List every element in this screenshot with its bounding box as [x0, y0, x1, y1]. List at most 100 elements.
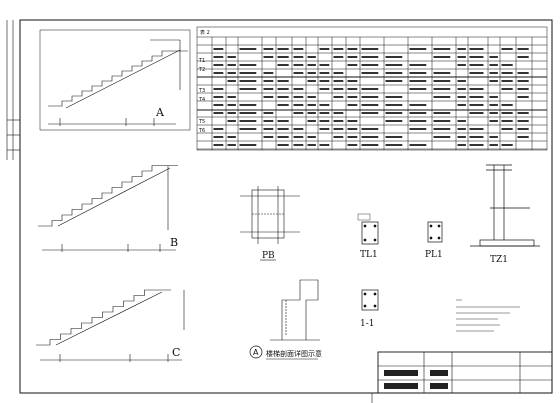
table-cell-mark: [319, 88, 330, 90]
table-cell-mark: [293, 56, 304, 58]
title-block-fills: [384, 370, 448, 389]
table-cell-mark: [319, 104, 330, 106]
table-cell-mark: [361, 112, 379, 114]
table-cell-mark: [433, 72, 451, 74]
section-1-1-label: 1-1: [360, 319, 375, 329]
table-cell-mark: [293, 72, 304, 74]
table-cell-mark: [517, 96, 529, 98]
table-cell-mark: [319, 144, 330, 146]
table-cell-mark: [227, 112, 236, 114]
table-cell-mark: [457, 48, 466, 50]
table-cell-mark: [517, 72, 529, 74]
table-cell-mark: [385, 56, 403, 58]
table-cell-mark: [213, 144, 224, 146]
table-cell-mark: [457, 80, 466, 82]
table-cell-mark: [361, 88, 379, 90]
table-cell-mark: [385, 104, 403, 106]
table-cell-mark: [517, 48, 529, 50]
table-cell-mark: [333, 120, 344, 122]
tl1-section: [357, 213, 379, 245]
table-cell-mark: [227, 96, 236, 98]
table-cell-mark: [333, 56, 344, 58]
table-cell-mark: [489, 64, 498, 66]
table-cell-mark: [307, 112, 316, 114]
table-cell-mark: [227, 64, 236, 66]
table-cell-mark: [213, 104, 224, 106]
table-cell-mark: [469, 96, 484, 98]
table-cell-mark: [307, 136, 316, 138]
table-cell-mark: [501, 72, 513, 74]
table-row-lines: [197, 60, 547, 150]
note-marker-letter: A: [253, 348, 259, 357]
table-cell-mark: [469, 72, 484, 74]
table-cell-mark: [361, 136, 379, 138]
table-cell-mark: [227, 144, 236, 146]
table-cell-mark: [347, 144, 358, 146]
table-cell-mark: [361, 48, 379, 50]
table-cell-mark: [385, 144, 403, 146]
table-cell-mark: [263, 80, 274, 82]
table-cell-mark: [501, 104, 513, 106]
table-cell-mark: [277, 48, 289, 50]
table-cell-mark: [227, 136, 236, 138]
table-cell-mark: [489, 80, 498, 82]
table-cell-mark: [489, 144, 498, 146]
table-cell-mark: [227, 56, 236, 58]
table-cell-mark: [489, 104, 498, 106]
table-cell-mark: [293, 136, 304, 138]
table-cell-mark: [239, 144, 257, 146]
table-cell-mark: [239, 112, 257, 114]
table-cell-mark: [263, 88, 274, 90]
table-cell-mark: [361, 64, 379, 66]
pl1-label: PL1: [425, 250, 443, 260]
section-1-1: [361, 289, 379, 311]
table-cell-mark: [517, 136, 529, 138]
table-cell-mark: [239, 128, 257, 130]
table-cell-mark: [293, 128, 304, 130]
table-cell-mark: [263, 120, 274, 122]
table-cell-mark: [457, 104, 466, 106]
table-cell-mark: [457, 144, 466, 146]
table-cell-mark: [517, 88, 529, 90]
table-cell-mark: [307, 56, 316, 58]
table-cell-mark: [457, 64, 466, 66]
table-cell-mark: [239, 120, 257, 122]
tl1-label: TL1: [360, 250, 378, 260]
table-cell-mark: [457, 96, 466, 98]
table-cell-mark: [263, 56, 274, 58]
table-cell-mark: [361, 96, 379, 98]
table-cell-mark: [409, 128, 427, 130]
table-cell-mark: [277, 88, 289, 90]
table-cell-mark: [501, 80, 513, 82]
table-cell-mark: [517, 112, 529, 114]
table-cell-mark: [501, 112, 513, 114]
note-marker-circle: [249, 345, 263, 359]
table-cell-mark: [307, 120, 316, 122]
table-cell-mark: [277, 56, 289, 58]
table-cell-mark: [409, 112, 427, 114]
table-cell-mark: [385, 120, 403, 122]
table-cell-mark: [489, 136, 498, 138]
note-text: 楼梯剖面详图示意: [266, 349, 322, 358]
table-cell-mark: [433, 56, 451, 58]
table-cell-mark: [213, 72, 224, 74]
table-cell-mark: [501, 128, 513, 130]
table-cell-mark: [517, 128, 529, 130]
table-cell-mark: [501, 88, 513, 90]
table-cell-mark: [517, 80, 529, 82]
table-cell-mark: [239, 88, 257, 90]
table-cell-mark: [227, 104, 236, 106]
table-cell-mark: [263, 96, 274, 98]
table-cell-mark: [239, 104, 257, 106]
table-cell-mark: [213, 48, 224, 50]
table-cell-mark: [409, 48, 427, 50]
table-title: 表 2: [200, 29, 210, 36]
table-cell-mark: [517, 120, 529, 122]
table-cell-mark: [333, 112, 344, 114]
specification-table: [196, 26, 548, 151]
stair-b-label: B: [170, 236, 178, 249]
table-cell-mark: [319, 48, 330, 50]
table-cell-mark: [361, 72, 379, 74]
table-cell-mark: [433, 128, 451, 130]
table-cell-mark: [293, 88, 304, 90]
